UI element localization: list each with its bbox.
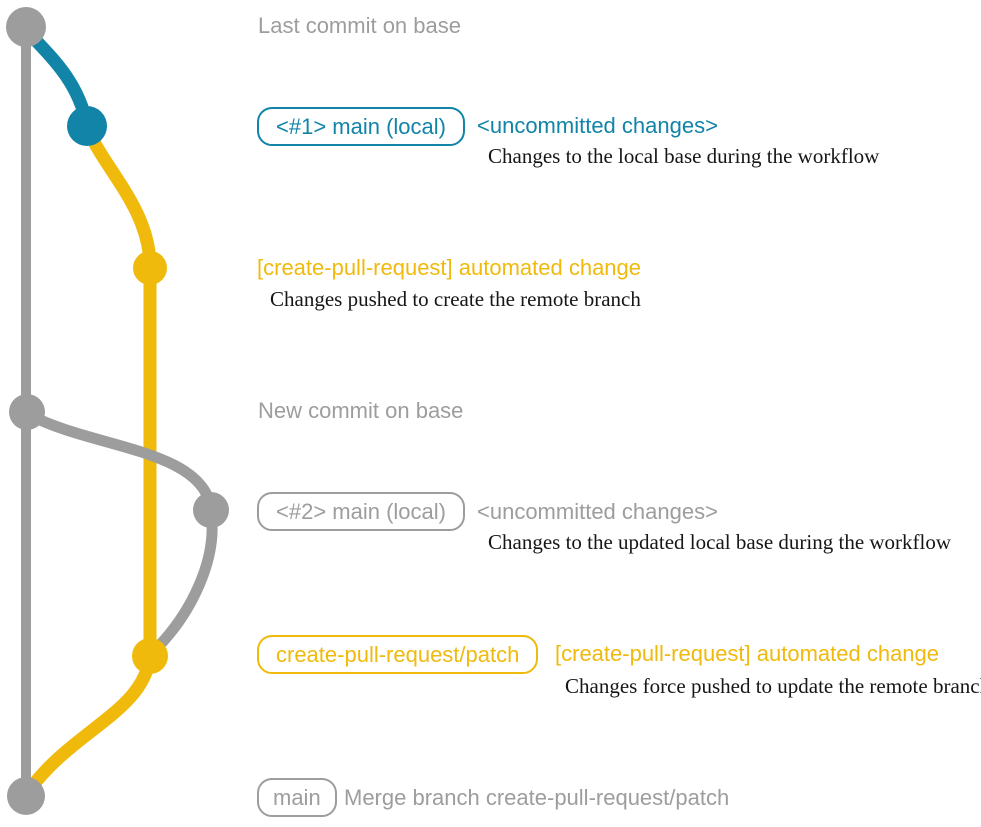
commit-node-new-base: [9, 394, 45, 430]
commit-graph: [6, 7, 229, 815]
updated-base-branch-line-out: [22, 408, 217, 513]
commit-node-main-local-2: [193, 492, 229, 528]
updated-base-branch-line-in: [149, 507, 218, 656]
commit-node-automated-change-1: [133, 251, 167, 285]
commit-message-uncommitted-2: <uncommitted changes>: [477, 499, 718, 524]
label-new-commit-on-base: New commit on base: [258, 398, 464, 423]
branch-badge-main-local-1-label: <#1> main (local): [276, 114, 446, 139]
commit-node-last-base: [6, 7, 46, 47]
branch-badge-main-local-1: <#1> main (local): [257, 107, 465, 146]
commit-node-automated-change-2: [132, 638, 168, 674]
branch-badge-create-pull-request-patch-label: create-pull-request/patch: [276, 642, 520, 667]
commit-description-3: Changes to the updated local base during…: [488, 530, 952, 554]
branch-badge-main-label: main: [273, 785, 321, 810]
commit-node-main-local-1: [67, 106, 107, 146]
commit-message-uncommitted-1: <uncommitted changes>: [477, 113, 718, 138]
commit-description-4: Changes force pushed to update the remot…: [565, 674, 981, 698]
branch-badge-main-local-2: <#2> main (local): [257, 492, 465, 531]
branch-badge-create-pull-request-patch: create-pull-request/patch: [257, 635, 539, 674]
commit-node-merge: [7, 777, 45, 815]
commit-message-merge: Merge branch create-pull-request/patch: [344, 785, 730, 810]
commit-description-2: Changes pushed to create the remote bran…: [270, 287, 641, 311]
branch-badge-main: main: [257, 778, 337, 817]
create-pull-request-branch-line: [21, 120, 157, 799]
label-last-commit-on-base: Last commit on base: [258, 13, 461, 38]
branch-badge-main-local-2-label: <#2> main (local): [276, 499, 446, 524]
commit-description-1: Changes to the local base during the wor…: [488, 144, 880, 168]
commit-message-automated-change-2: [create-pull-request] automated change: [555, 641, 940, 666]
commit-message-automated-change-1: [create-pull-request] automated change: [257, 255, 642, 280]
